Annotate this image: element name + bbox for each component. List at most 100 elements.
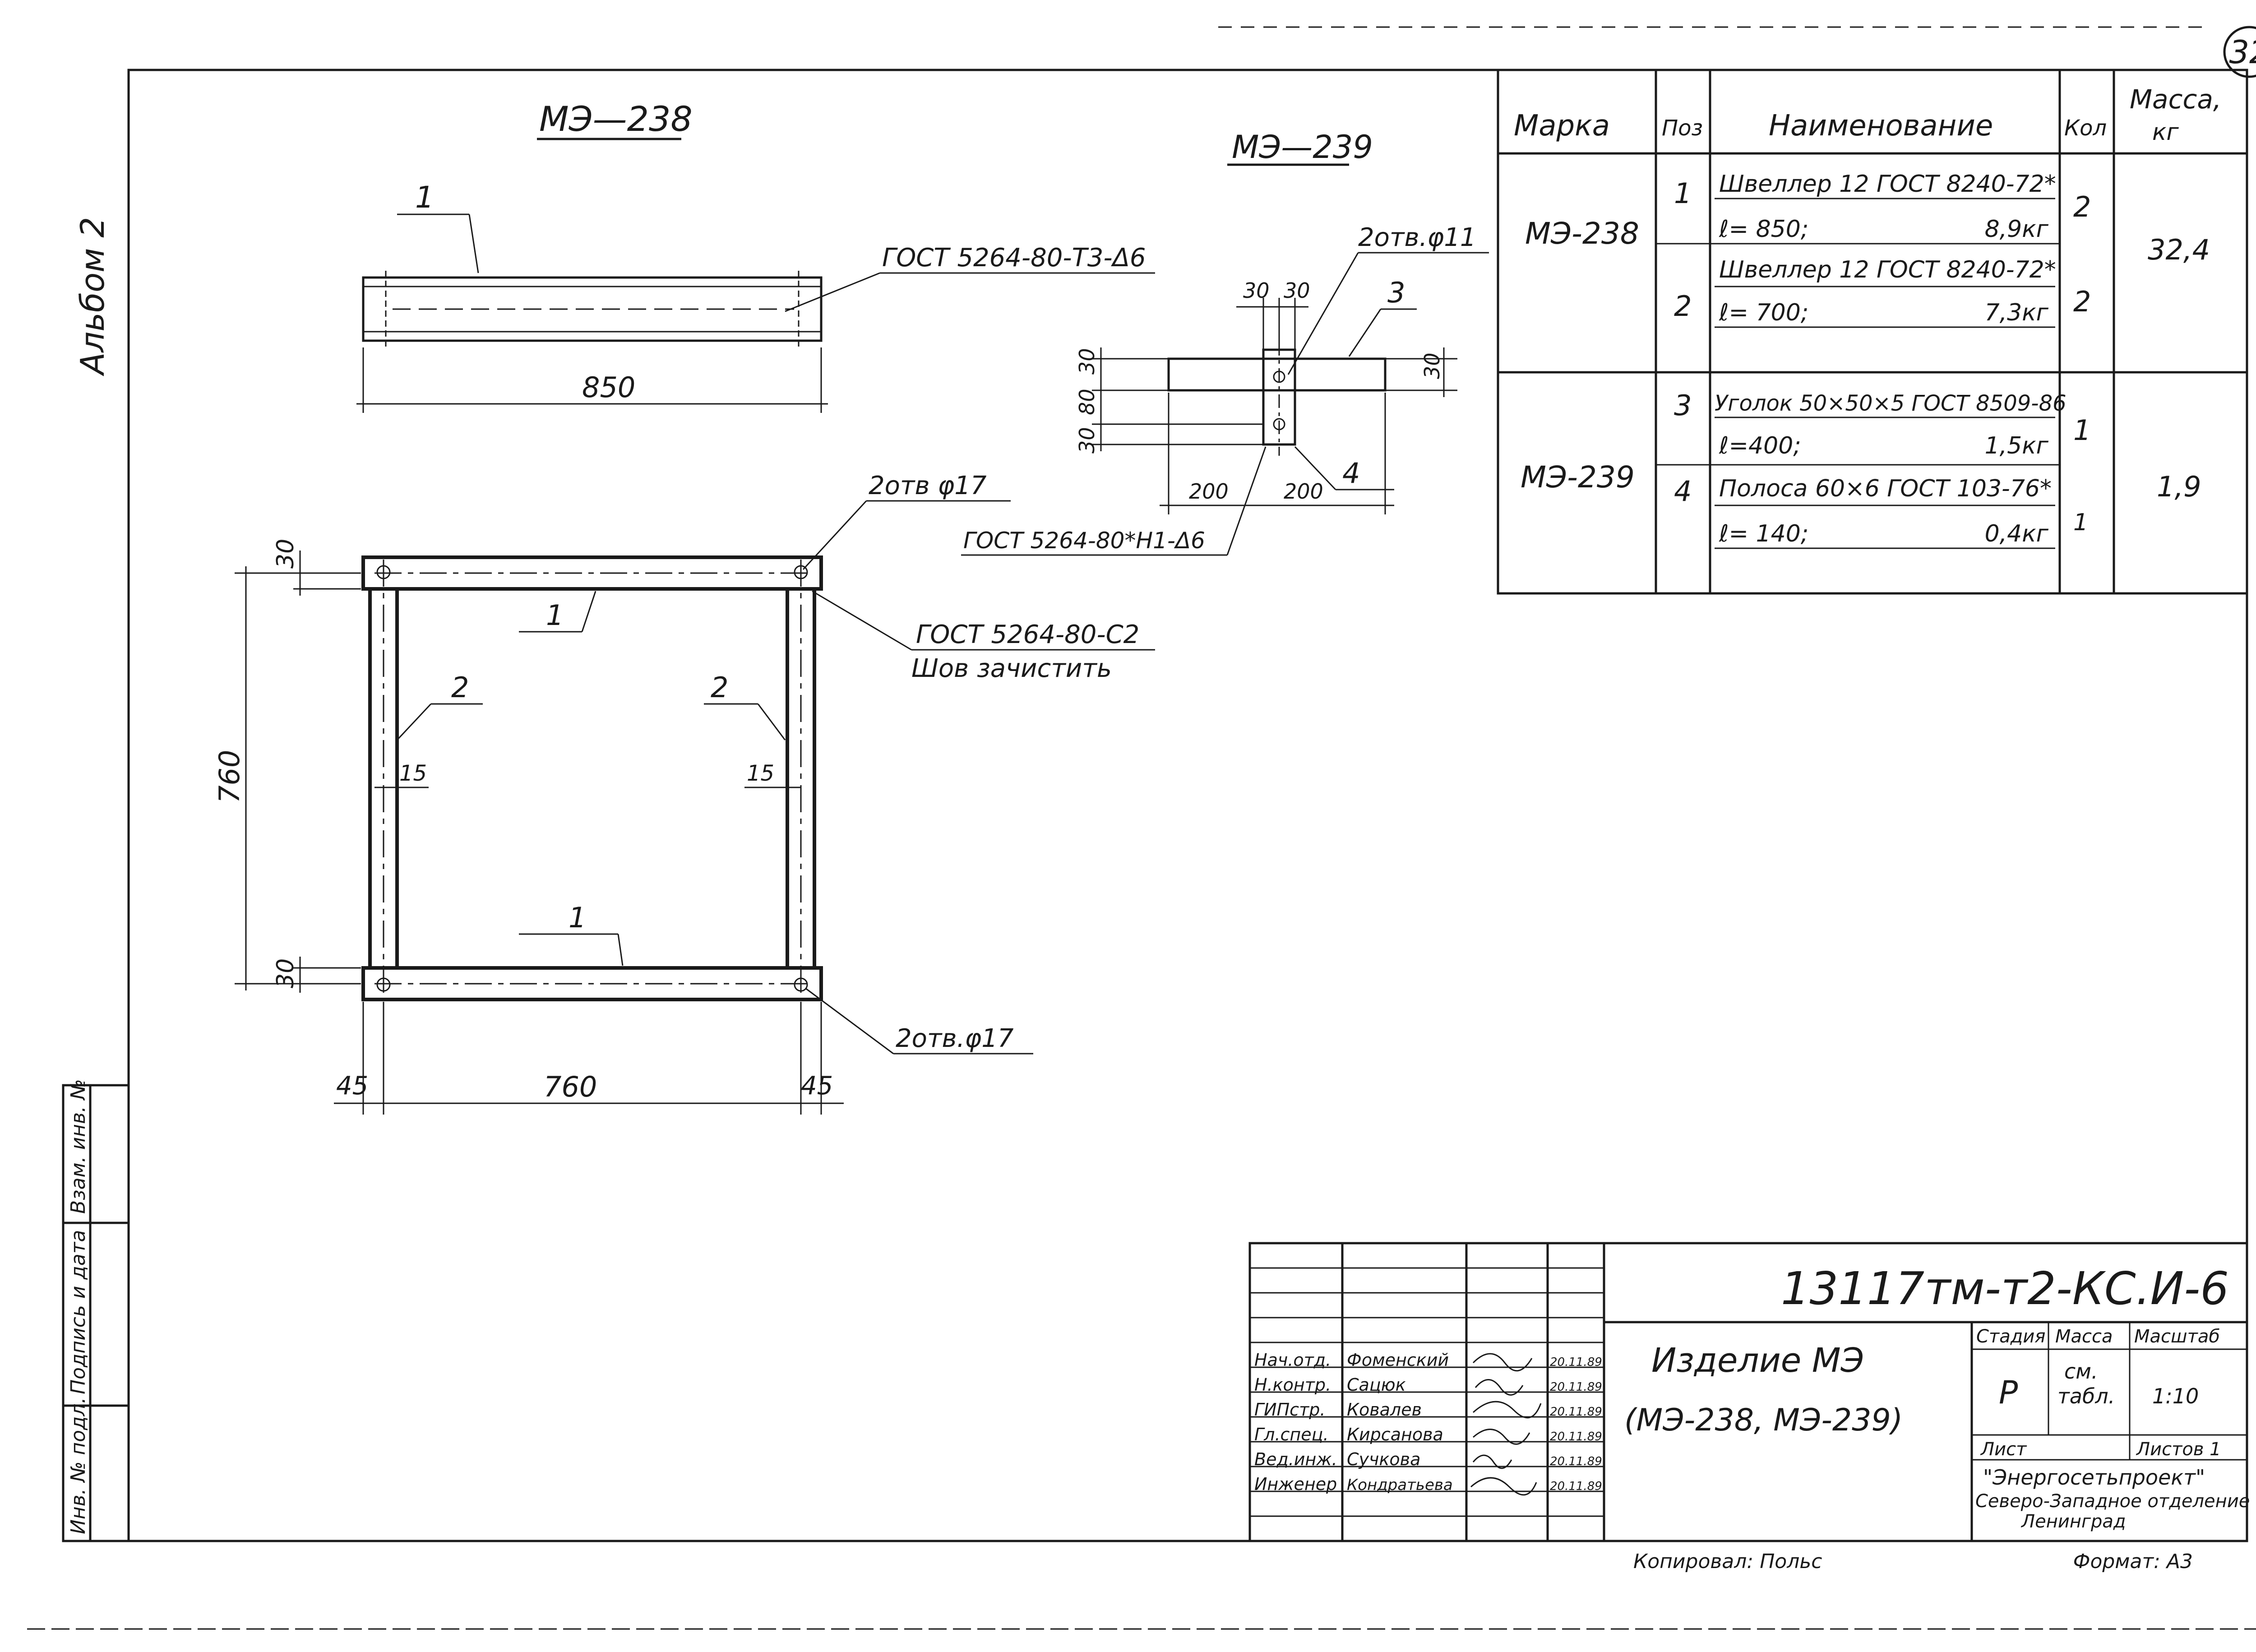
- signer-role: Нач.отд.: [1254, 1350, 1331, 1370]
- spec-row3-qty: 1: [2073, 414, 2091, 447]
- me239-weld-h1: ГОСТ 5264-80*Н1-Δ6: [963, 528, 1205, 554]
- me238-holes-top: 2отв φ17: [869, 471, 987, 500]
- mass-label: Масса: [2055, 1326, 2113, 1347]
- me238-holes-bottom: 2отв.φ17: [896, 1024, 1014, 1053]
- spec-header-pos: Поз: [1662, 116, 1703, 141]
- me238-pos1-top: 1: [415, 180, 434, 215]
- me238-pos2-right: 2: [711, 671, 728, 704]
- spec-row1-name: Швеллер 12 ГОСТ 8240-72*: [1719, 171, 2056, 198]
- spec-header-name: Наименование: [1769, 109, 1993, 143]
- album-label: Альбом 2: [74, 217, 111, 376]
- me238-title: МЭ—238: [539, 99, 693, 139]
- spec-row1-qty: 2: [2073, 190, 2091, 223]
- spec-header-mass-2: кг: [2152, 119, 2179, 146]
- leader-weld-c2: [812, 590, 912, 651]
- spec-row3-name: Уголок 50×50×5 ГОСТ 8509-86: [1715, 391, 2066, 416]
- spec-row3-pos: 3: [1674, 389, 1692, 422]
- stage-value: Р: [1999, 1374, 2018, 1411]
- spec-row4-pos: 4: [1674, 475, 1692, 508]
- stage-label: Стадия: [1976, 1326, 2045, 1347]
- org-line-1: "Энергосетьпроект": [1983, 1465, 2205, 1490]
- leader-pos2-left: [396, 703, 432, 741]
- leader-me239-holes: [1287, 252, 1359, 375]
- mass-value-1: см.: [2064, 1359, 2098, 1384]
- me238-plan-view: [361, 555, 823, 1001]
- spec-row2-len: ℓ= 700;: [1719, 299, 1808, 326]
- spec-group1-mass: 32,4: [2148, 233, 2210, 266]
- spec-group1-mark: МЭ-238: [1525, 216, 1639, 251]
- sheet-frame: [127, 69, 2248, 1542]
- spec-row2-weight: 7,3кг: [1985, 299, 2049, 326]
- product-name-2: (МЭ-238, МЭ-239): [1624, 1402, 1903, 1438]
- signer-role: ГИПстр.: [1254, 1400, 1325, 1420]
- sheets-label: Листов 1: [2136, 1439, 2221, 1460]
- me238-dim-760-vert: 760: [213, 750, 246, 803]
- signer-signature: [1475, 1379, 1524, 1396]
- signer-name: Кирсанова: [1347, 1425, 1443, 1444]
- spec-row1-len: ℓ= 850;: [1719, 216, 1808, 243]
- scale-label: Масштаб: [2134, 1326, 2220, 1347]
- signer-role: Вед.инж.: [1254, 1449, 1337, 1469]
- leader-pos1-top: [468, 214, 479, 273]
- spec-row2-qty: 2: [2073, 285, 2091, 318]
- me239-dim-30-left: 30: [1075, 348, 1099, 375]
- me238-pos1-mid: 1: [546, 599, 564, 632]
- signer-signature: [1470, 1477, 1537, 1496]
- me238-pos1-bottom: 1: [569, 901, 586, 934]
- signer-role: Н.контр.: [1254, 1375, 1331, 1395]
- spec-row3-len: ℓ=400;: [1719, 432, 1801, 459]
- signer-date: 20.11.89: [1550, 1430, 1602, 1444]
- signer-name: Фоменский: [1347, 1350, 1449, 1370]
- me239-title: МЭ—239: [1232, 129, 1373, 166]
- me239-dim-30-right: 30: [1420, 352, 1444, 379]
- signer-date: 20.11.89: [1550, 1455, 1602, 1468]
- me239-pos4: 4: [1342, 457, 1360, 490]
- signer-signature: [1472, 1401, 1542, 1419]
- side-stamp-signature: Подпись и дата: [67, 1230, 90, 1394]
- signer-name: Сацюк: [1347, 1375, 1406, 1395]
- leader-pos2-right: [757, 703, 786, 740]
- spec-table: [1497, 69, 2248, 595]
- spec-row1-pos: 1: [1674, 177, 1692, 210]
- signers-list: Нач.отд. Фоменский 20.11.89 Н.контр. Сац…: [1254, 1350, 1602, 1496]
- me239-dim-30-low: 30: [1075, 427, 1099, 453]
- spec-row1-weight: 8,9кг: [1985, 216, 2049, 243]
- me238-dim-45-right: 45: [801, 1071, 833, 1101]
- side-stamp-replace: Взам. инв. №: [67, 1079, 90, 1214]
- leader-pos1-mid: [581, 591, 596, 632]
- spec-header-mass-1: Масса,: [2130, 84, 2221, 115]
- org-line-2: Северо-Западное отделение: [1975, 1491, 2250, 1512]
- me239-dim-200-right: 200: [1284, 479, 1323, 504]
- me238-dim-850: 850: [582, 371, 635, 404]
- me239-dim-200-left: 200: [1189, 479, 1229, 504]
- spec-row4-len: ℓ= 140;: [1719, 520, 1808, 547]
- sheet-label: Лист: [1980, 1439, 2027, 1460]
- signer-role: Гл.спец.: [1254, 1425, 1329, 1444]
- spec-header-qty: Кол: [2064, 116, 2107, 141]
- sheet-format: Формат: А3: [2073, 1550, 2193, 1573]
- leader-holes-bottom: [805, 987, 894, 1055]
- spec-row3-weight: 1,5кг: [1985, 432, 2049, 459]
- me238-dim-45-left: 45: [336, 1071, 368, 1101]
- me238-dim-760-horiz: 760: [544, 1070, 597, 1103]
- spec-header-mark: Марка: [1514, 109, 1610, 143]
- signer-signature: [1472, 1353, 1533, 1372]
- copied-by: Копировал: Польс: [1633, 1550, 1822, 1573]
- sheet-number: 32: [2229, 34, 2256, 71]
- signer-signature: [1472, 1454, 1512, 1469]
- spec-group2-mass: 1,9: [2157, 470, 2201, 503]
- doc-code: 13117тм-т2-КС.И-6: [1781, 1262, 2229, 1315]
- mass-value-2: табл.: [2057, 1384, 2115, 1408]
- leader-pos3: [1348, 309, 1382, 357]
- leader-holes-top: [802, 500, 867, 570]
- me238-weld-c2-line1: ГОСТ 5264-80-С2: [916, 620, 1139, 649]
- leader-weld-h1: [1226, 446, 1267, 555]
- spec-row2-pos: 2: [1674, 290, 1692, 323]
- me238-dim-15-left: 15: [399, 761, 427, 786]
- me239-holes: 2отв.φ11: [1358, 223, 1476, 252]
- spec-group2-mark: МЭ-239: [1521, 460, 1635, 495]
- scale-value: 1:10: [2152, 1384, 2199, 1408]
- me239-dim-80: 80: [1075, 389, 1099, 415]
- signer-date: 20.11.89: [1550, 1405, 1602, 1419]
- sheet-number-circle: [2223, 26, 2256, 78]
